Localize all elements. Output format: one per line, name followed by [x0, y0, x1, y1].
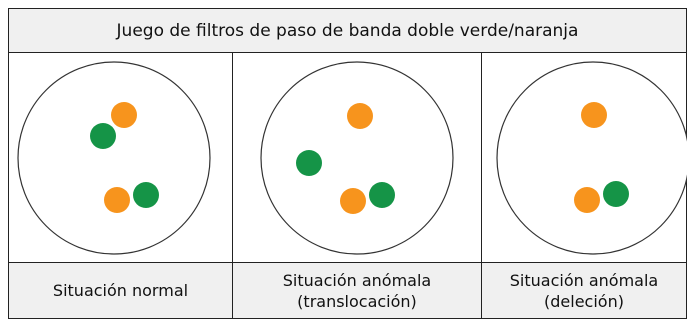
caption-line: Situación normal: [52, 281, 189, 300]
nucleus-circle: [496, 61, 687, 255]
orange-signal: [574, 187, 600, 213]
orange-signal: [104, 187, 130, 213]
caption-translocation: Situación anómala (translocación): [233, 263, 481, 318]
nucleus-circle: [17, 61, 211, 255]
caption-line: (translocación): [297, 291, 417, 311]
panel-normal-diagram: [17, 61, 211, 255]
green-signal: [603, 181, 629, 207]
green-signal: [369, 182, 395, 208]
caption-deletion: Situación anómala (deleción): [482, 263, 686, 318]
table-title: Juego de filtros de paso de banda doble …: [9, 9, 686, 53]
green-signal: [296, 150, 322, 176]
orange-signal: [111, 102, 137, 128]
orange-signal: [581, 102, 607, 128]
nucleus-circle: [260, 61, 454, 255]
green-signal: [90, 123, 116, 149]
panel-translocation-diagram: [260, 61, 454, 255]
orange-signal: [347, 103, 373, 129]
column-divider: [232, 53, 233, 318]
caption-normal: Situación normal: [9, 263, 232, 318]
caption-line: Situación anómala: [509, 270, 659, 290]
panel-deletion-diagram: [496, 61, 687, 255]
row-divider: [9, 262, 686, 263]
orange-signal: [340, 188, 366, 214]
caption-line: Situación anómala: [282, 270, 432, 290]
green-signal: [133, 182, 159, 208]
fish-pattern-table: Juego de filtros de paso de banda doble …: [8, 8, 687, 319]
caption-line: (deleción): [544, 291, 624, 311]
column-divider: [481, 53, 482, 318]
